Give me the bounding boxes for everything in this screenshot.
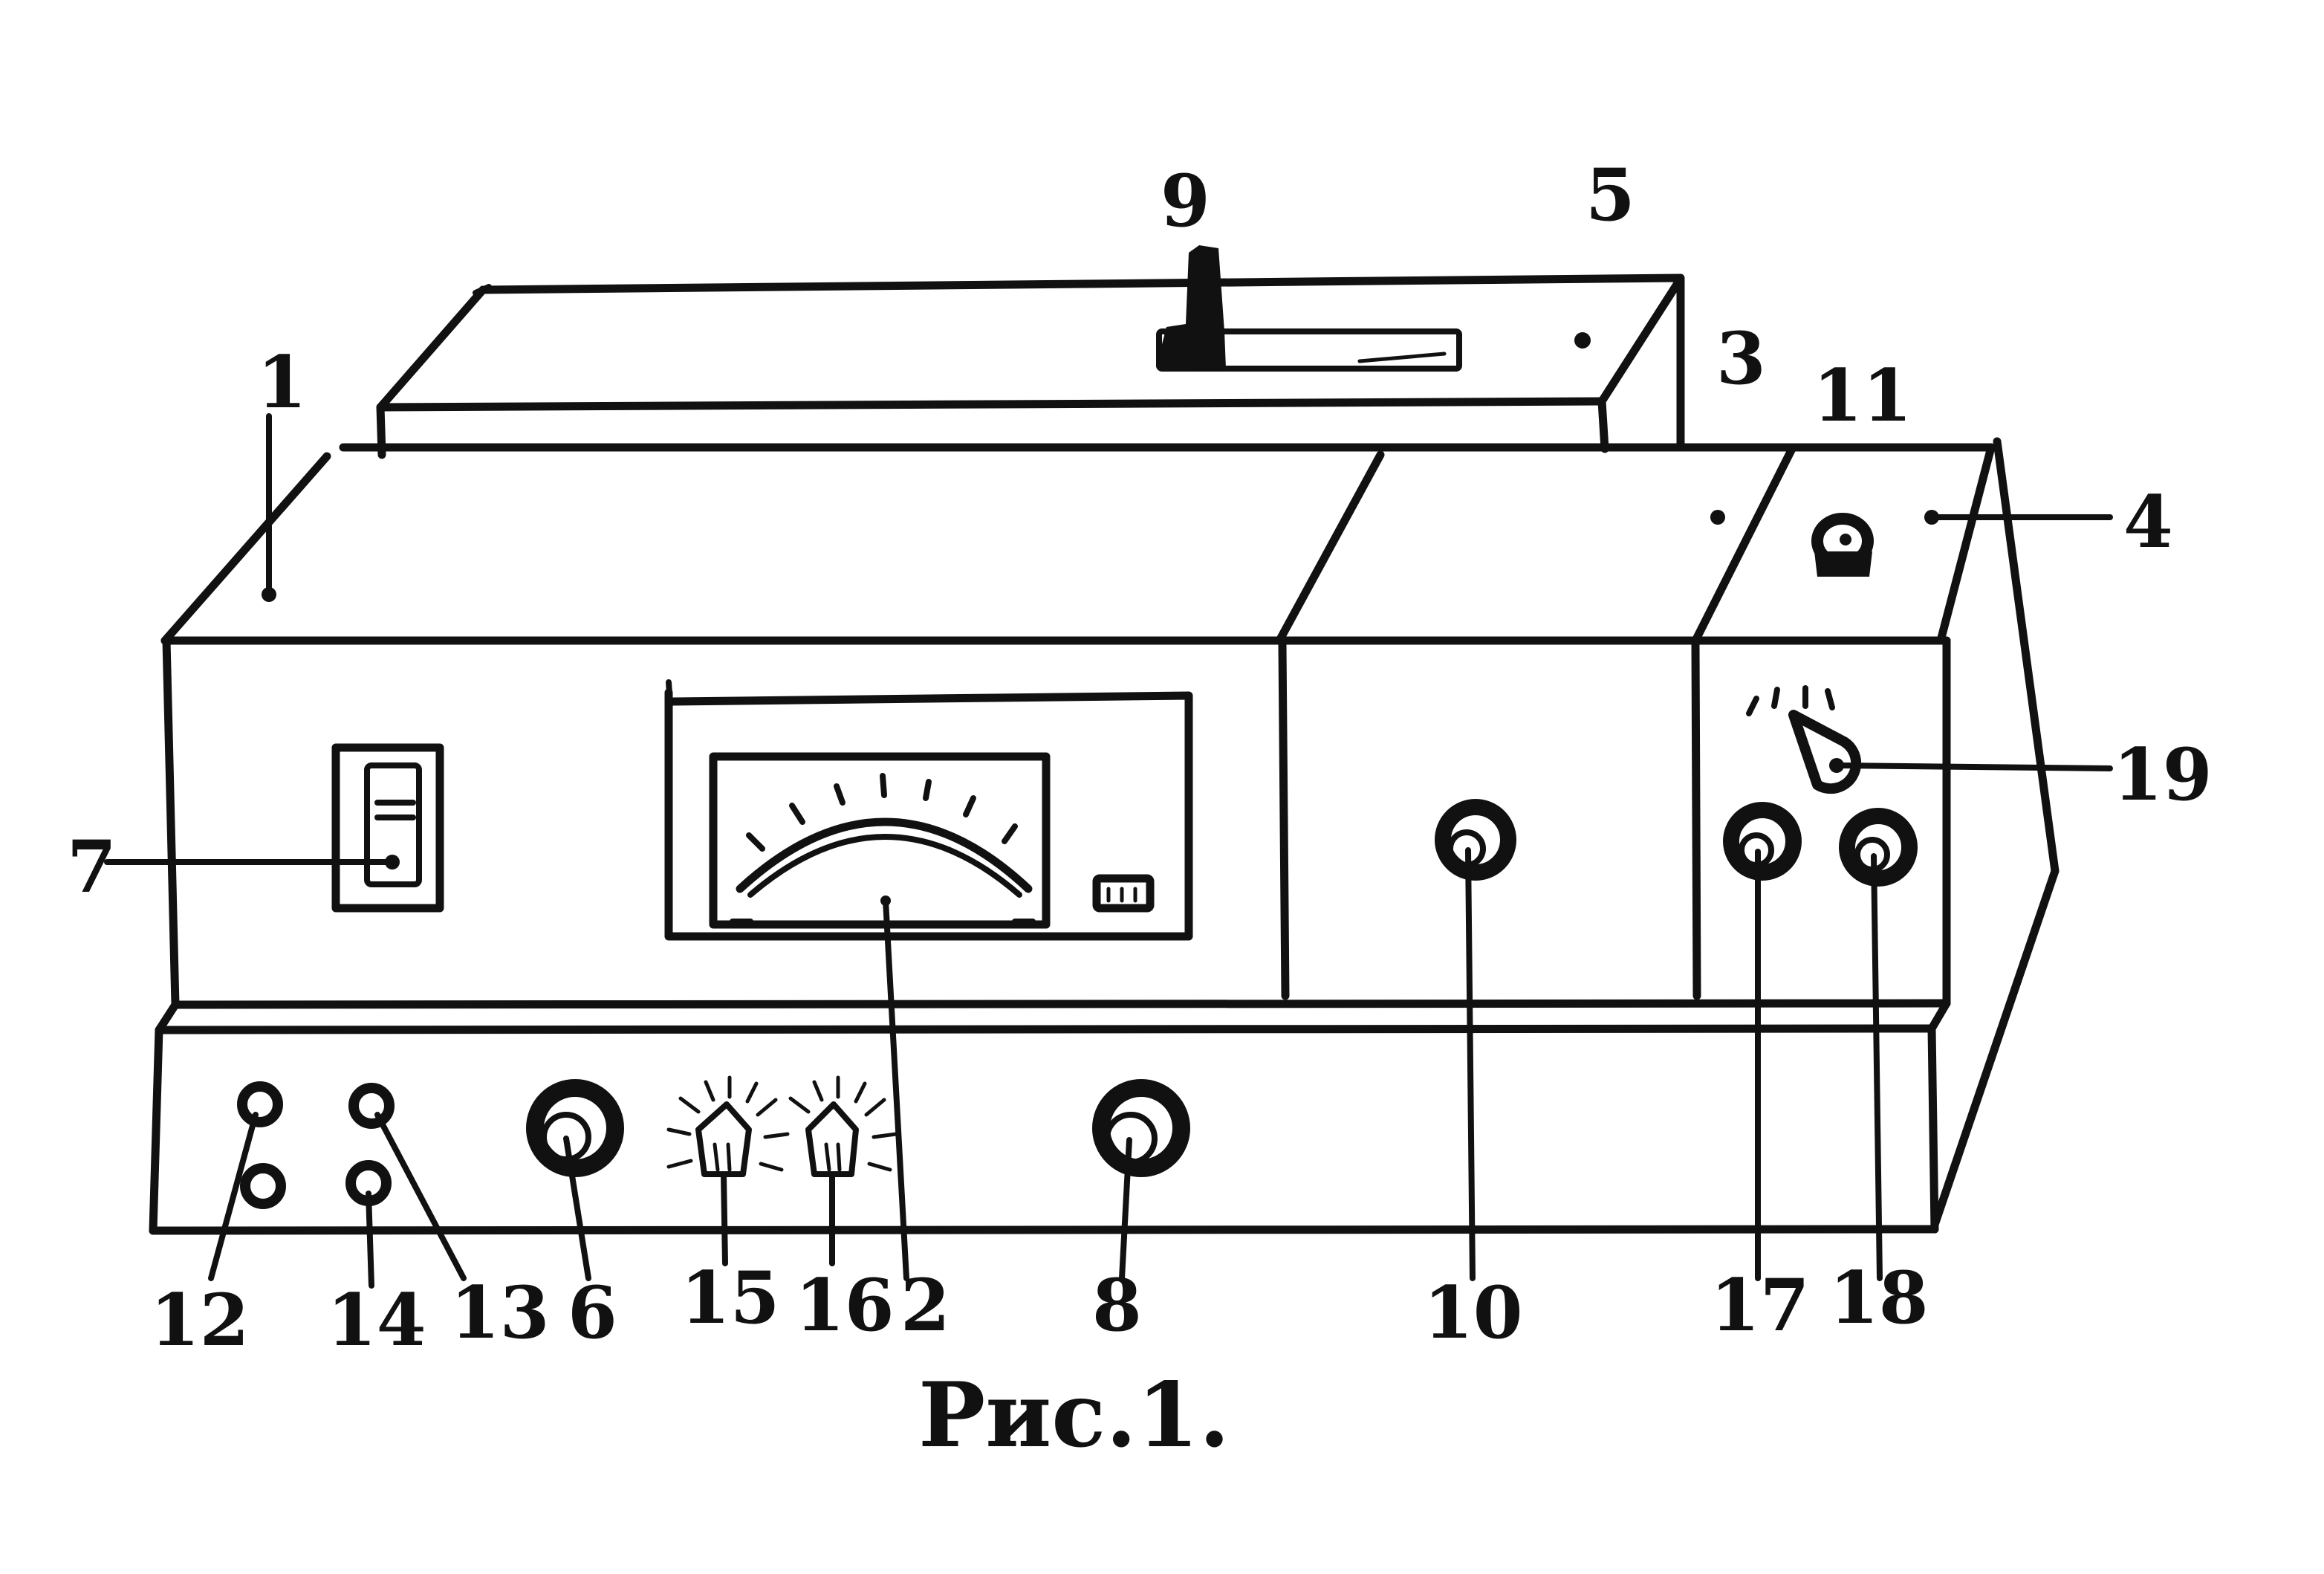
jack-12b bbox=[240, 1163, 286, 1209]
sample-slot bbox=[1156, 245, 1462, 372]
knob-6 bbox=[526, 1079, 624, 1177]
top-cover bbox=[376, 273, 1685, 459]
knob-17 bbox=[1723, 802, 1802, 881]
main-body bbox=[160, 437, 2060, 1229]
callout-1: 1 bbox=[257, 340, 307, 424]
lamp-16 bbox=[788, 1075, 898, 1177]
leader-lines bbox=[104, 332, 2113, 1289]
selector-19 bbox=[1746, 685, 1862, 794]
callout-19: 19 bbox=[2113, 733, 2213, 817]
knob-18 bbox=[1839, 808, 1918, 887]
callout-4: 4 bbox=[2123, 480, 2173, 564]
callout-6: 6 bbox=[568, 1271, 617, 1355]
knob-10 bbox=[1435, 799, 1516, 881]
knob-11 bbox=[1811, 513, 1874, 577]
meter bbox=[664, 679, 1193, 941]
jack-13 bbox=[348, 1083, 395, 1129]
callout-18: 18 bbox=[1829, 1256, 1929, 1340]
knob-8 bbox=[1092, 1079, 1190, 1177]
base-panel bbox=[149, 999, 1951, 1235]
callout-3: 3 bbox=[1716, 317, 1766, 401]
callout-2: 2 bbox=[900, 1263, 950, 1347]
callout-17: 17 bbox=[1710, 1263, 1810, 1347]
figure-caption: Рис.1. bbox=[918, 1363, 1230, 1468]
callout-14: 14 bbox=[327, 1278, 426, 1362]
callout-8: 8 bbox=[1092, 1263, 1142, 1347]
jack-12 bbox=[237, 1081, 283, 1127]
callout-10: 10 bbox=[1424, 1271, 1523, 1355]
lamp-15 bbox=[666, 1075, 790, 1177]
callout-16: 16 bbox=[795, 1263, 895, 1347]
power-switch bbox=[331, 743, 444, 913]
callout-7: 7 bbox=[67, 825, 117, 909]
callout-labels: 1 2 3 4 5 6 7 8 9 10 11 12 13 14 15 16 1… bbox=[67, 153, 2213, 1362]
callout-5: 5 bbox=[1585, 153, 1635, 237]
callout-9: 9 bbox=[1161, 159, 1210, 243]
callout-11: 11 bbox=[1813, 354, 1912, 438]
callout-12: 12 bbox=[150, 1278, 250, 1362]
callout-15: 15 bbox=[681, 1256, 780, 1340]
callout-13: 13 bbox=[450, 1271, 550, 1355]
